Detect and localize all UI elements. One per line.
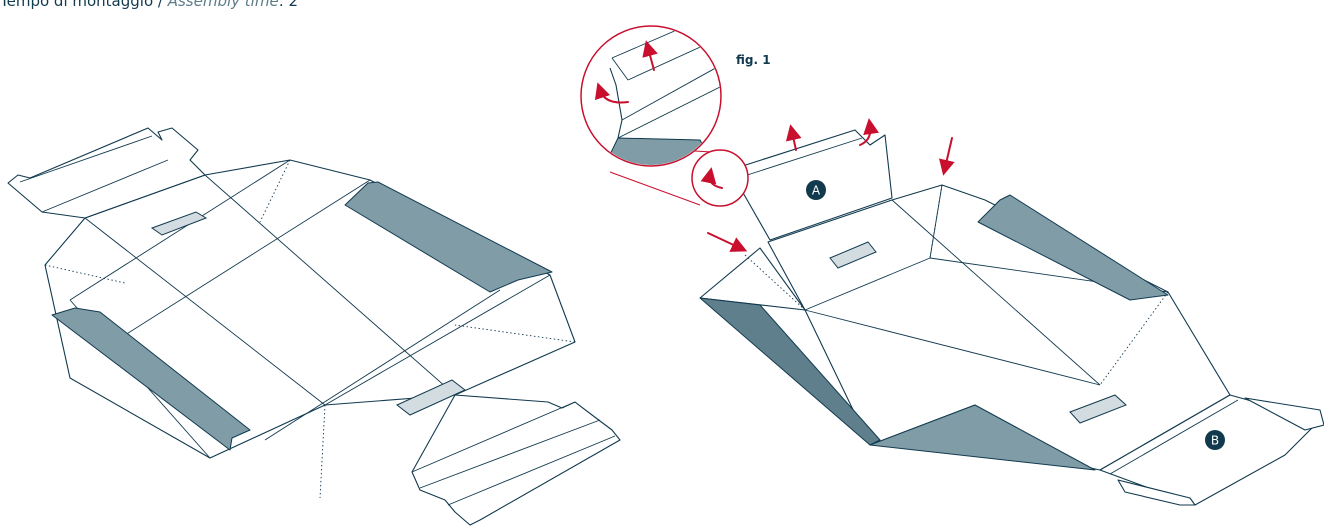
badge-b-text: B bbox=[1211, 434, 1219, 448]
zoom-arrow-up bbox=[642, 40, 658, 71]
arrow-up-lid bbox=[785, 124, 802, 151]
title-italic: Assembly time bbox=[167, 0, 279, 10]
title-plain: Tempo di montaggio / bbox=[0, 0, 168, 10]
red-fold-arrows bbox=[707, 118, 955, 252]
fig-label: fig. 1 bbox=[736, 53, 771, 67]
zoom-circle bbox=[580, 25, 722, 167]
flat-glue-strip-bottom bbox=[51, 307, 251, 451]
badge-a-text: A bbox=[812, 184, 821, 198]
badge-a-circle bbox=[806, 180, 826, 200]
zoom-connector-bottom bbox=[609, 171, 701, 206]
arrow-down-corner bbox=[939, 137, 955, 176]
flat-glue-strip-top bbox=[344, 181, 553, 293]
folded-window-bottom bbox=[1069, 394, 1127, 424]
zoom-marker-circle bbox=[691, 149, 749, 207]
flat-window-bottom bbox=[396, 379, 466, 416]
zoom-curved-arrow bbox=[594, 82, 629, 104]
badge-b-circle bbox=[1205, 430, 1225, 450]
lid-b-side-tab bbox=[1244, 397, 1324, 431]
folded-box: A B bbox=[699, 129, 1324, 506]
left-glue-panel bbox=[699, 297, 881, 446]
flat-box-template bbox=[7, 127, 621, 526]
zoom-detail: fig. 1 bbox=[580, 25, 771, 207]
arrow-left-corner bbox=[707, 232, 748, 252]
curved-arrow-right bbox=[859, 118, 880, 146]
title-value: : 2'' bbox=[278, 0, 307, 10]
flat-bottom-flap bbox=[411, 394, 621, 526]
zoom-marker-arrow bbox=[700, 167, 723, 189]
right-glue-strip bbox=[977, 194, 1169, 301]
folded-window-top bbox=[829, 241, 877, 269]
centre-gusset bbox=[869, 404, 1096, 471]
flat-window-top bbox=[150, 211, 208, 236]
lid-b-tab bbox=[1117, 479, 1196, 506]
flat-top-flap bbox=[7, 127, 206, 219]
assembly-time-title: Tempo di montaggio / Assembly time: 2'' bbox=[0, 0, 306, 10]
